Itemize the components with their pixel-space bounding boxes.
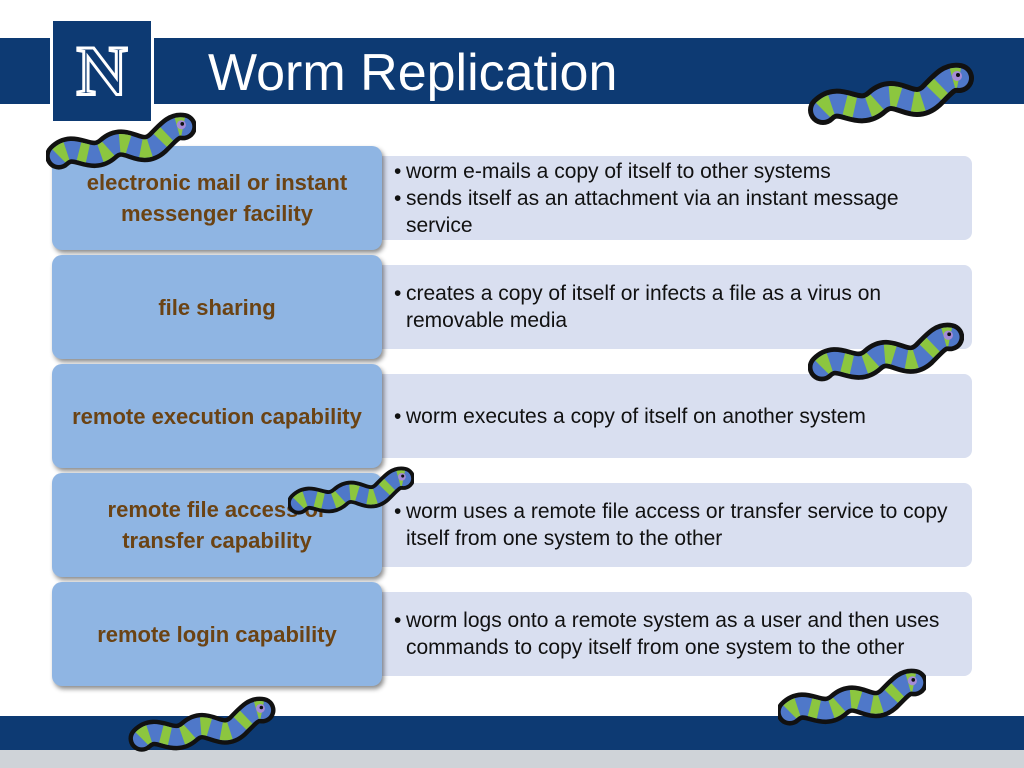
- description-box: worm e-mails a copy of itself to other s…: [350, 156, 972, 240]
- description-bullet: creates a copy of itself or infects a fi…: [394, 280, 958, 334]
- footer-strip: [0, 750, 1024, 768]
- replication-row: worm logs onto a remote system as a user…: [0, 582, 1024, 686]
- method-box: remote execution capability: [52, 364, 382, 468]
- description-box: worm logs onto a remote system as a user…: [350, 592, 972, 676]
- slide-title: Worm Replication: [208, 44, 618, 102]
- replication-row: creates a copy of itself or infects a fi…: [0, 255, 1024, 359]
- method-label: remote execution capability: [72, 403, 362, 429]
- description-box: worm uses a remote file access or transf…: [350, 483, 972, 567]
- method-label: file sharing: [158, 294, 276, 320]
- method-box: file sharing: [52, 255, 382, 359]
- worm-icon: [778, 668, 926, 732]
- worm-icon: [808, 62, 974, 132]
- description-bullet: sends itself as an attachment via an ins…: [394, 185, 958, 239]
- replication-row: worm e-mails a copy of itself to other s…: [0, 146, 1024, 250]
- method-label: remote login capability: [97, 621, 337, 647]
- worm-icon: [288, 466, 414, 520]
- worm-icon: [120, 696, 284, 758]
- description-bullet: worm uses a remote file access or transf…: [394, 498, 958, 552]
- replication-row: worm executes a copy of itself on anothe…: [0, 364, 1024, 468]
- logo-letter: N: [77, 33, 128, 111]
- description-bullet: worm e-mails a copy of itself to other s…: [394, 158, 958, 185]
- description-bullet: worm logs onto a remote system as a user…: [394, 607, 958, 661]
- replication-row: worm uses a remote file access or transf…: [0, 473, 1024, 577]
- worm-icon: [46, 112, 196, 176]
- university-logo: N: [50, 18, 154, 124]
- description-bullet: worm executes a copy of itself on anothe…: [394, 403, 958, 430]
- method-label: electronic mail or instant messenger fac…: [86, 170, 348, 226]
- worm-icon: [808, 322, 964, 388]
- method-box: remote login capability: [52, 582, 382, 686]
- description-box: worm executes a copy of itself on anothe…: [350, 374, 972, 458]
- description-box: creates a copy of itself or infects a fi…: [350, 265, 972, 349]
